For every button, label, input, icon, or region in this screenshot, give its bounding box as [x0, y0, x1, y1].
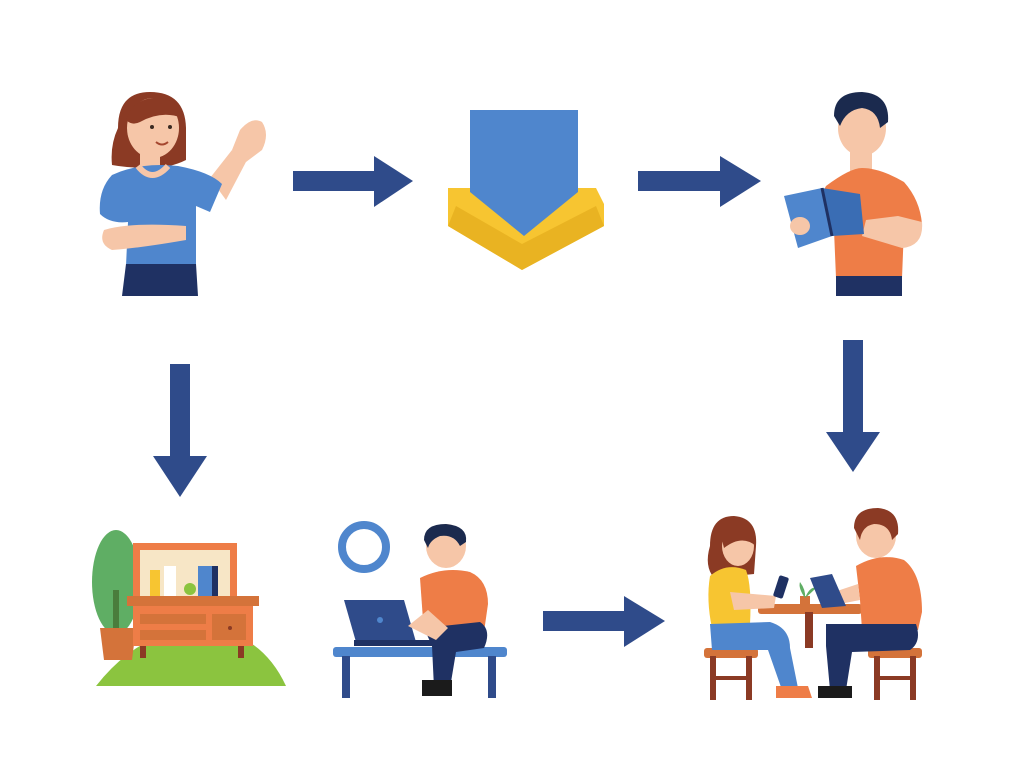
arrow-presenter-to-funnel [293, 156, 413, 207]
man-with-laptop-icon [810, 508, 922, 698]
arrow-presenter-to-workspace [153, 364, 207, 497]
woman-presenting-icon [99, 92, 266, 296]
potted-plant-icon [92, 530, 140, 660]
home-desk-icon [92, 530, 286, 686]
two-people-at-table-icon [704, 508, 922, 700]
man-laptop-bench-icon [333, 521, 507, 698]
arrow-reader-to-collaboration [826, 340, 880, 472]
shield-chevron-icon [448, 110, 604, 270]
arrow-funnel-to-reader [638, 156, 761, 207]
woman-with-phone-icon [707, 516, 812, 698]
stool-right [868, 648, 922, 700]
man-reading-book-icon [784, 92, 923, 296]
arrow-laptop-to-collaboration [543, 596, 665, 647]
stool-left [704, 648, 758, 700]
